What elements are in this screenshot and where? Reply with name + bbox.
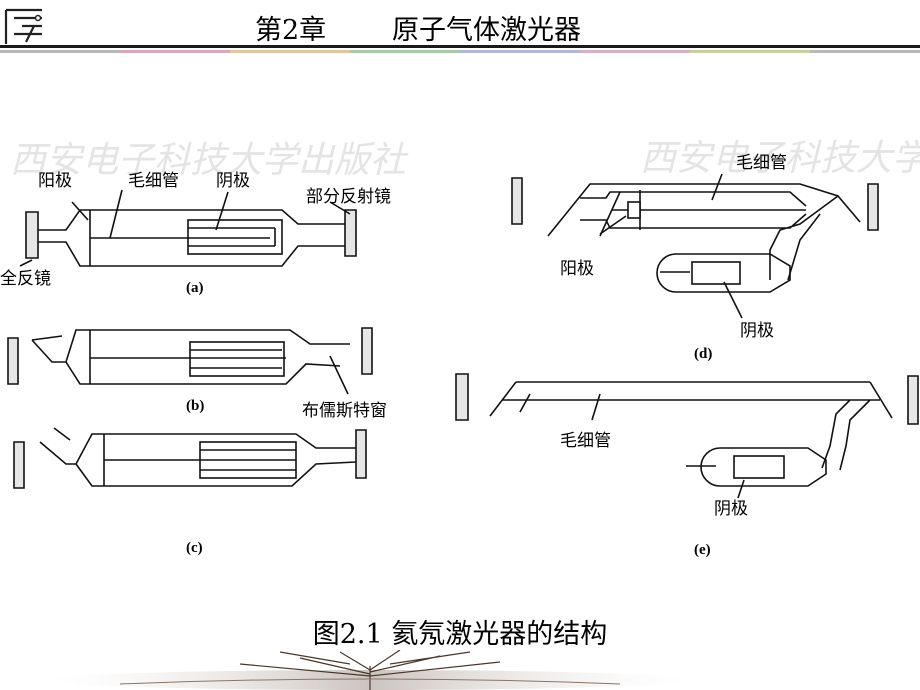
label-brewster-window: 布儒斯特窗 [302,401,387,421]
color-stripe [0,50,920,53]
tube-e [489,381,893,471]
mirror-b-left [7,337,19,385]
tube-c [39,427,357,487]
label-capillary-a: 毛细管 [128,171,179,191]
tube-d [547,183,861,281]
label-capillary-d: 毛细管 [736,153,787,173]
header-divider [0,45,920,53]
publisher-logo-icon [2,4,46,48]
anode-d [627,201,641,219]
diagram-e [455,373,919,499]
cathode-b [189,341,285,377]
sublabel-d: (d) [694,346,712,362]
tree-decoration [50,650,690,690]
mirror-a-right [344,209,357,257]
cathode-a [187,219,283,255]
label-cathode-e: 阴极 [714,499,748,519]
mirror-e-left [455,373,469,421]
chapter-title: 原子气体激光器 [392,15,581,46]
chapter-label: 第2章 [255,15,327,46]
cathode-e [733,455,785,479]
cathode-bulb-e [700,447,827,487]
mirror-d-left [511,177,523,225]
mirror-d-right [867,183,879,231]
sublabel-e: (e) [694,542,711,558]
cathode-d [691,261,741,285]
mirror-a-left [25,211,39,259]
capillary-d [612,190,806,230]
diagram-d [511,173,879,319]
label-anode-d: 阳极 [560,259,594,279]
label-cathode-d: 阴极 [740,321,774,341]
sublabel-c: (c) [186,540,203,556]
mirror-c-left [13,441,25,489]
label-cathode-a: 阴极 [216,171,250,191]
capillary-a [89,210,270,266]
diagram-b [7,327,373,395]
laser-structure-figure: 西安电子科技大学出版社 西安电子科技大学出版社 [0,138,920,558]
figure-caption: 图2.1 氦氖激光器的结构 [312,619,608,650]
label-partial-mirror: 部分反射镜 [306,187,391,207]
label-capillary-e: 毛细管 [560,431,611,451]
label-anode-a: 阳极 [38,171,72,191]
mirror-c-right [355,429,367,479]
label-total-mirror: 全反镜 [0,269,51,289]
tube-a [38,209,345,267]
watermark-left-top: 西安电子科技大学出版社 [10,140,409,181]
diagram-c [13,427,367,489]
watermark-right-top: 西安电子科技大学出版社 [640,138,920,179]
mirror-e-right [907,375,919,425]
diagram-a [19,189,357,267]
capillary-b [89,330,286,384]
cathode-c [199,441,297,479]
sublabel-b: (b) [186,398,204,414]
tube-b [31,329,350,385]
mirror-b-right [361,327,373,375]
cathode-bulb-d [656,253,791,293]
sublabel-a: (a) [186,280,204,296]
